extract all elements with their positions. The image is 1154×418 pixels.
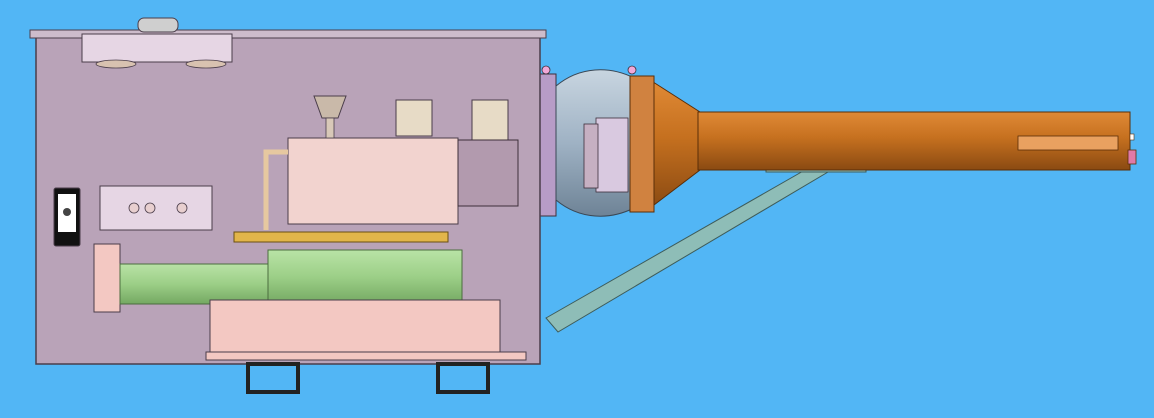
lift-eye-right: [627, 65, 637, 75]
hatch-cover: [81, 33, 233, 63]
chamber-inner-ring: [595, 117, 629, 193]
bellows: [119, 263, 271, 305]
enclosure-lid: [29, 29, 547, 39]
hatch-foot-left: [95, 59, 137, 69]
chamber-clamp: [583, 123, 599, 189]
actuator-end-bracket: [93, 243, 121, 313]
vent-cap-icon: [313, 95, 347, 119]
lift-eye-left: [541, 65, 551, 75]
gauge-plate: [99, 185, 213, 231]
hatch-foot-right: [185, 59, 227, 69]
tank-assembly: [263, 95, 519, 230]
tank: [287, 137, 459, 225]
chamber-front-flange: [629, 75, 655, 213]
coupling: [457, 139, 519, 207]
barrel-tip-pin: [1129, 133, 1135, 141]
barrel-slot: [1017, 135, 1119, 151]
actuator-assembly: [93, 231, 527, 361]
gauge-block: [471, 99, 509, 141]
control-panel-dial: [63, 208, 71, 216]
gauge-block: [395, 99, 433, 137]
push-rod: [233, 231, 449, 243]
barrel-tip: [1127, 149, 1137, 165]
hatch-cap: [137, 17, 179, 33]
base-skid: [205, 351, 527, 361]
chamber-assembly: [537, 65, 655, 217]
vent-stem: [325, 117, 335, 139]
barrel-assembly: [649, 79, 1137, 210]
supply-pipe: [263, 149, 288, 230]
gauge-icon: [128, 202, 140, 214]
gauge-icon: [176, 202, 188, 214]
actuator-frame: [209, 299, 501, 357]
gauge-icon: [144, 202, 156, 214]
foot-right: [436, 362, 490, 394]
foot-left: [246, 362, 300, 394]
actuator-housing: [267, 249, 463, 305]
